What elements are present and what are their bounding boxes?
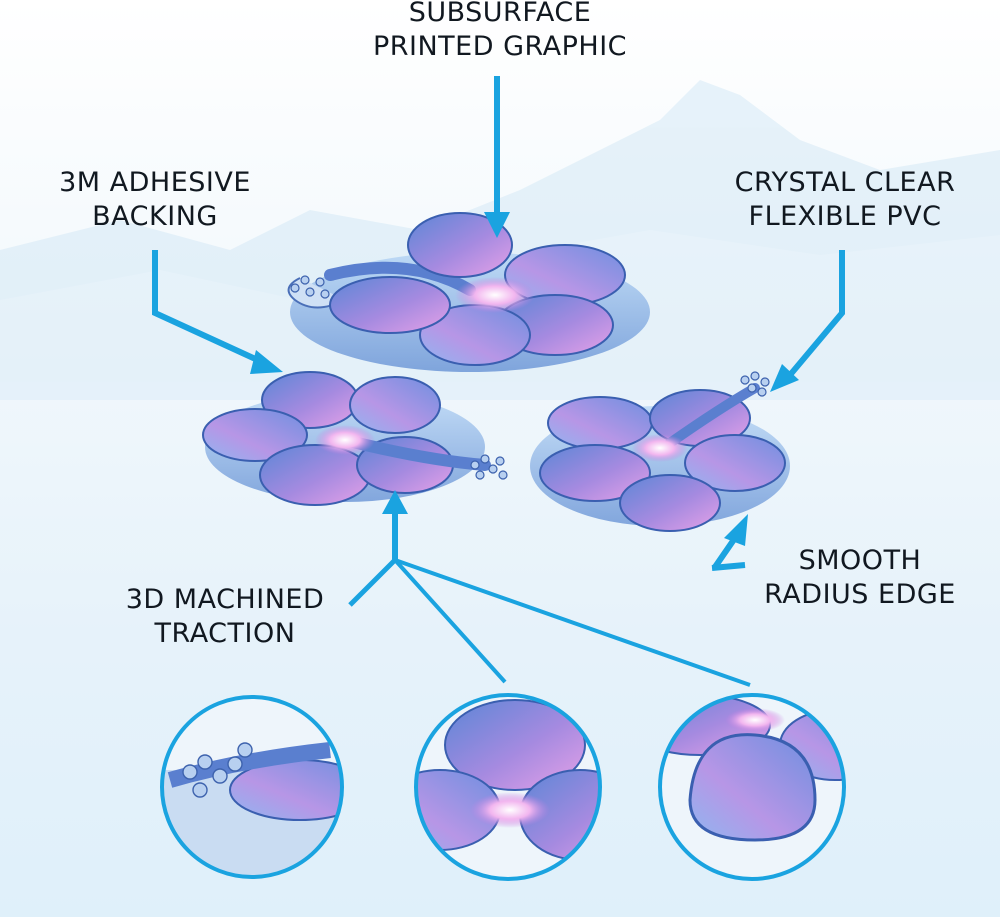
hibiscus-pad-icon (530, 371, 790, 532)
label-line: BACKING (92, 201, 218, 232)
arrow-icon (152, 250, 264, 365)
label-line: PRINTED GRAPHIC (372, 31, 628, 62)
arrow-icon (724, 514, 748, 546)
hibiscus-pad-icon (287, 212, 650, 372)
magnifier-circle-icon (658, 693, 846, 881)
magnifier-circle-icon (160, 695, 344, 879)
label-flexible-pvc: CRYSTAL CLEAR FLEXIBLE PVC (710, 166, 980, 234)
label-line: 3D MACHINED (125, 584, 325, 615)
arrow-icon (770, 364, 799, 392)
label-adhesive-backing: 3M ADHESIVE BACKING (35, 166, 275, 234)
arrow-icon (250, 350, 283, 374)
label-line: RADIUS EDGE (764, 579, 956, 610)
arrow-icon (712, 536, 738, 569)
label-line: FLEXIBLE PVC (748, 201, 942, 232)
label-radius-edge: SMOOTH RADIUS EDGE (745, 544, 975, 612)
arrow-icon (382, 490, 408, 514)
label-subsurface-graphic: SUBSURFACE PRINTED GRAPHIC (350, 0, 650, 64)
magnifier-circle-icon (414, 693, 602, 881)
label-line: 3M ADHESIVE (59, 167, 251, 198)
label-line: SUBSURFACE (408, 0, 592, 28)
arrow-icon (787, 250, 845, 377)
label-machined-traction: 3D MACHINED TRACTION (100, 583, 350, 651)
label-line: TRACTION (154, 618, 296, 649)
label-line: SMOOTH (798, 545, 922, 576)
callout-arrows (152, 76, 845, 687)
arrow-icon (484, 212, 510, 238)
hibiscus-pad-icon (202, 371, 508, 506)
label-line: CRYSTAL CLEAR (734, 167, 956, 198)
